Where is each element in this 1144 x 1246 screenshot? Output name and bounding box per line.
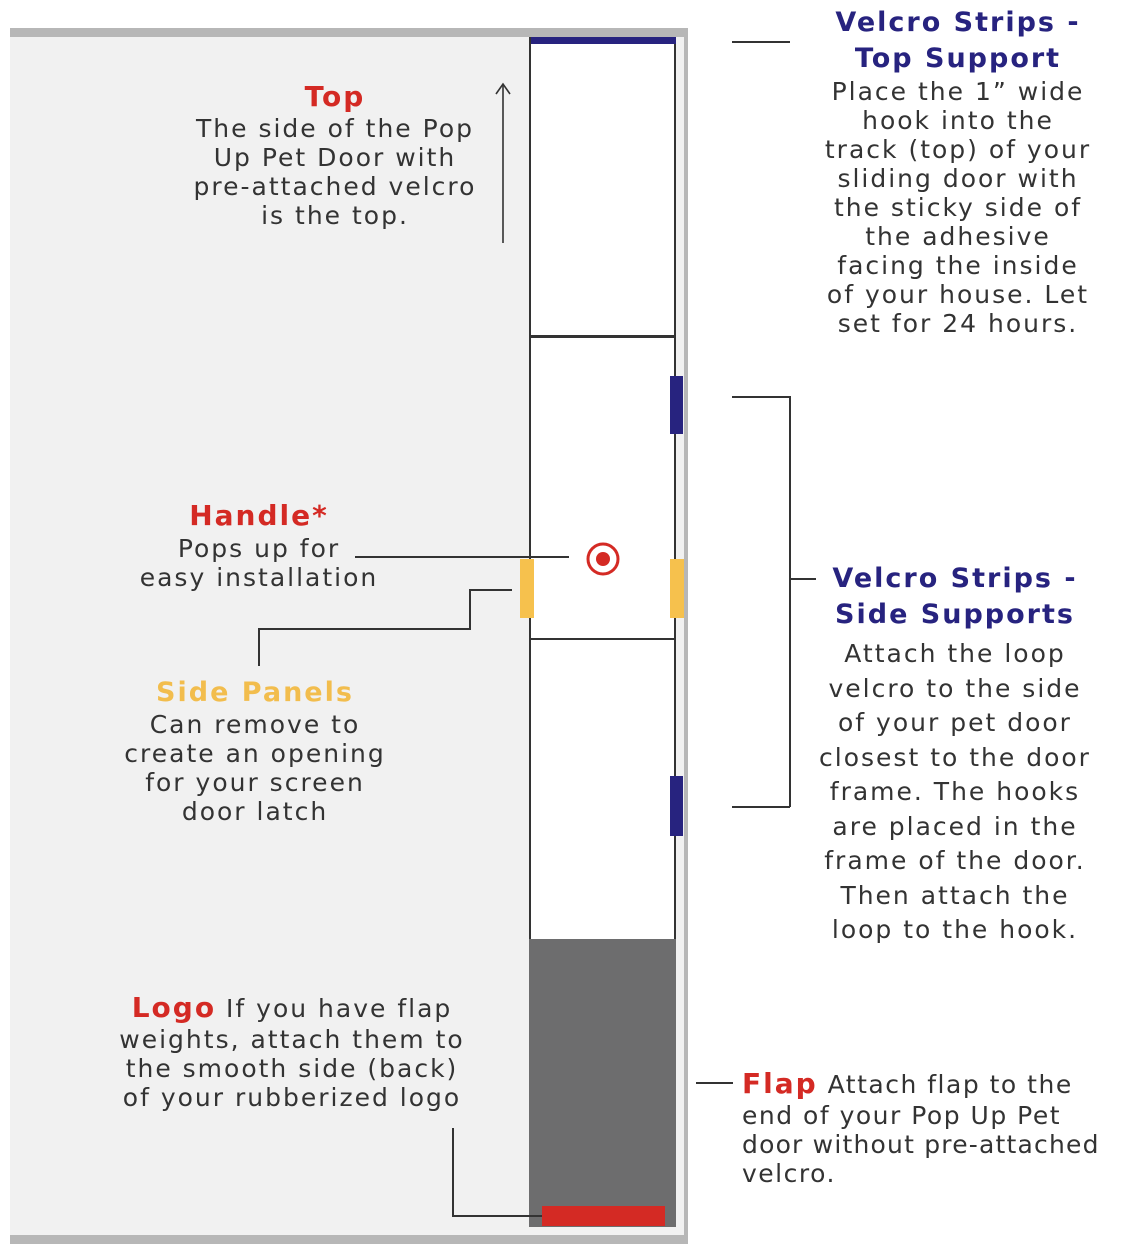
velcro-top-line-2: hook into the bbox=[862, 106, 1054, 135]
flap-label: Flap Attach flap to the end of your Pop … bbox=[742, 1067, 1138, 1189]
top-line-2: Up Pet Door with bbox=[213, 143, 457, 172]
side-panels-label: Side Panels Can remove to create an open… bbox=[100, 676, 410, 826]
logo-title: Logo bbox=[131, 991, 217, 1024]
side-panels-title: Side Panels bbox=[156, 677, 354, 708]
velcro-top-line-1: Place the 1” wide bbox=[831, 77, 1085, 106]
velcro-side-line-2: velcro to the side bbox=[828, 673, 1082, 703]
flap-leader-line bbox=[696, 1082, 733, 1084]
velcro-side-title-1: Velcro Strips - bbox=[832, 563, 1078, 594]
velcro-top-line-3: track (top) of your bbox=[824, 135, 1092, 164]
side-panels-line-3: for your screen bbox=[145, 768, 365, 797]
side-panels-leader-vertical-1 bbox=[258, 629, 260, 666]
velcro-side-line-3: of your pet door bbox=[838, 708, 1072, 737]
pet-door-lower-panel bbox=[529, 638, 676, 940]
velcro-side-line-7: frame of the door. bbox=[824, 846, 1086, 875]
side-panels-line-4: door latch bbox=[181, 797, 329, 826]
logo-line-4: of your rubberized logo bbox=[122, 1083, 462, 1112]
handle-leader-line bbox=[355, 556, 569, 558]
top-line-4: is the top. bbox=[261, 201, 409, 230]
side-panels-line-2: create an opening bbox=[124, 739, 386, 768]
logo-line-2: weights, attach them to bbox=[119, 1025, 465, 1054]
door-frame-top-bar bbox=[10, 28, 688, 37]
velcro-side-label: Velcro Strips - Side Supports Attach the… bbox=[800, 561, 1110, 948]
velcro-top-line-9: set for 24 hours. bbox=[837, 309, 1079, 338]
top-title: Top bbox=[304, 80, 366, 113]
velcro-top-leader-line bbox=[732, 41, 790, 43]
pet-door-middle-panel bbox=[529, 336, 676, 640]
velcro-side-line-6: are placed in the bbox=[832, 811, 1078, 841]
flap-line-4: velcro. bbox=[742, 1159, 836, 1188]
velcro-side-line-8: Then attach the bbox=[840, 880, 1070, 910]
velcro-top-title-1: Velcro Strips - bbox=[835, 7, 1081, 38]
velcro-top-line-7: facing the inside bbox=[837, 251, 1079, 280]
arrow-up-icon bbox=[492, 80, 514, 245]
velcro-side-strip-upper bbox=[670, 376, 683, 434]
side-panel-left bbox=[520, 559, 534, 618]
side-panels-leader-horizontal-1 bbox=[258, 628, 470, 630]
logo-line-1: If you have flap bbox=[226, 994, 453, 1023]
velcro-top-line-4: sliding door with bbox=[837, 164, 1079, 193]
velcro-side-bracket-top bbox=[732, 396, 790, 398]
side-panel-right bbox=[670, 559, 684, 618]
target-icon bbox=[586, 542, 620, 576]
side-panels-leader-horizontal-2 bbox=[469, 589, 512, 591]
velcro-side-line-1: Attach the loop bbox=[844, 639, 1066, 668]
logo-leader-horizontal bbox=[452, 1215, 542, 1217]
velcro-side-line-9: loop to the hook. bbox=[831, 915, 1079, 944]
velcro-top-line-5: the sticky side of bbox=[833, 193, 1083, 222]
velcro-side-bracket-tick bbox=[789, 578, 816, 580]
side-panels-leader-vertical-2 bbox=[469, 589, 471, 630]
handle-line-1: Pops up for bbox=[177, 534, 341, 563]
handle-label: Handle* Pops up for easy installation bbox=[118, 498, 400, 592]
velcro-side-bracket-vertical bbox=[789, 396, 791, 807]
flap-line-3: door without pre-attached bbox=[742, 1130, 1100, 1159]
velcro-side-bracket-bottom bbox=[732, 806, 790, 808]
logo-rubberized bbox=[542, 1206, 665, 1226]
flap-line-1: Attach flap to the bbox=[827, 1070, 1073, 1099]
logo-line-3: the smooth side (back) bbox=[125, 1054, 459, 1083]
handle-title: Handle* bbox=[189, 499, 329, 532]
velcro-top-title-2: Top Support bbox=[854, 43, 1062, 74]
velcro-side-title-2: Side Supports bbox=[835, 599, 1075, 630]
side-panels-line-1: Can remove to bbox=[149, 710, 361, 739]
top-line-3: pre-attached velcro bbox=[193, 172, 477, 201]
velcro-top-strip bbox=[531, 37, 676, 44]
door-frame-bottom-bar bbox=[10, 1235, 688, 1244]
top-line-1: The side of the Pop bbox=[196, 114, 474, 143]
velcro-top-line-8: of your house. Let bbox=[826, 280, 1090, 309]
logo-leader-vertical bbox=[452, 1128, 454, 1216]
velcro-side-strip-lower bbox=[670, 776, 683, 836]
velcro-side-line-5: frame. The hooks bbox=[829, 777, 1081, 806]
velcro-top-line-6: the adhesive bbox=[865, 222, 1051, 251]
flap-title: Flap bbox=[742, 1067, 818, 1100]
door-frame-right-edge bbox=[684, 28, 688, 1244]
velcro-side-line-4: closest to the door bbox=[819, 742, 1091, 772]
velcro-top-label: Velcro Strips - Top Support Place the 1”… bbox=[780, 5, 1136, 338]
handle-line-2: easy installation bbox=[139, 563, 379, 592]
logo-label: Logo If you have flap weights, attach th… bbox=[94, 991, 490, 1113]
flap bbox=[529, 939, 676, 1227]
flap-line-2: end of your Pop Up Pet bbox=[742, 1101, 1062, 1130]
pet-door-top-panel bbox=[529, 37, 676, 337]
top-label: Top The side of the Pop Up Pet Door with… bbox=[165, 80, 505, 230]
